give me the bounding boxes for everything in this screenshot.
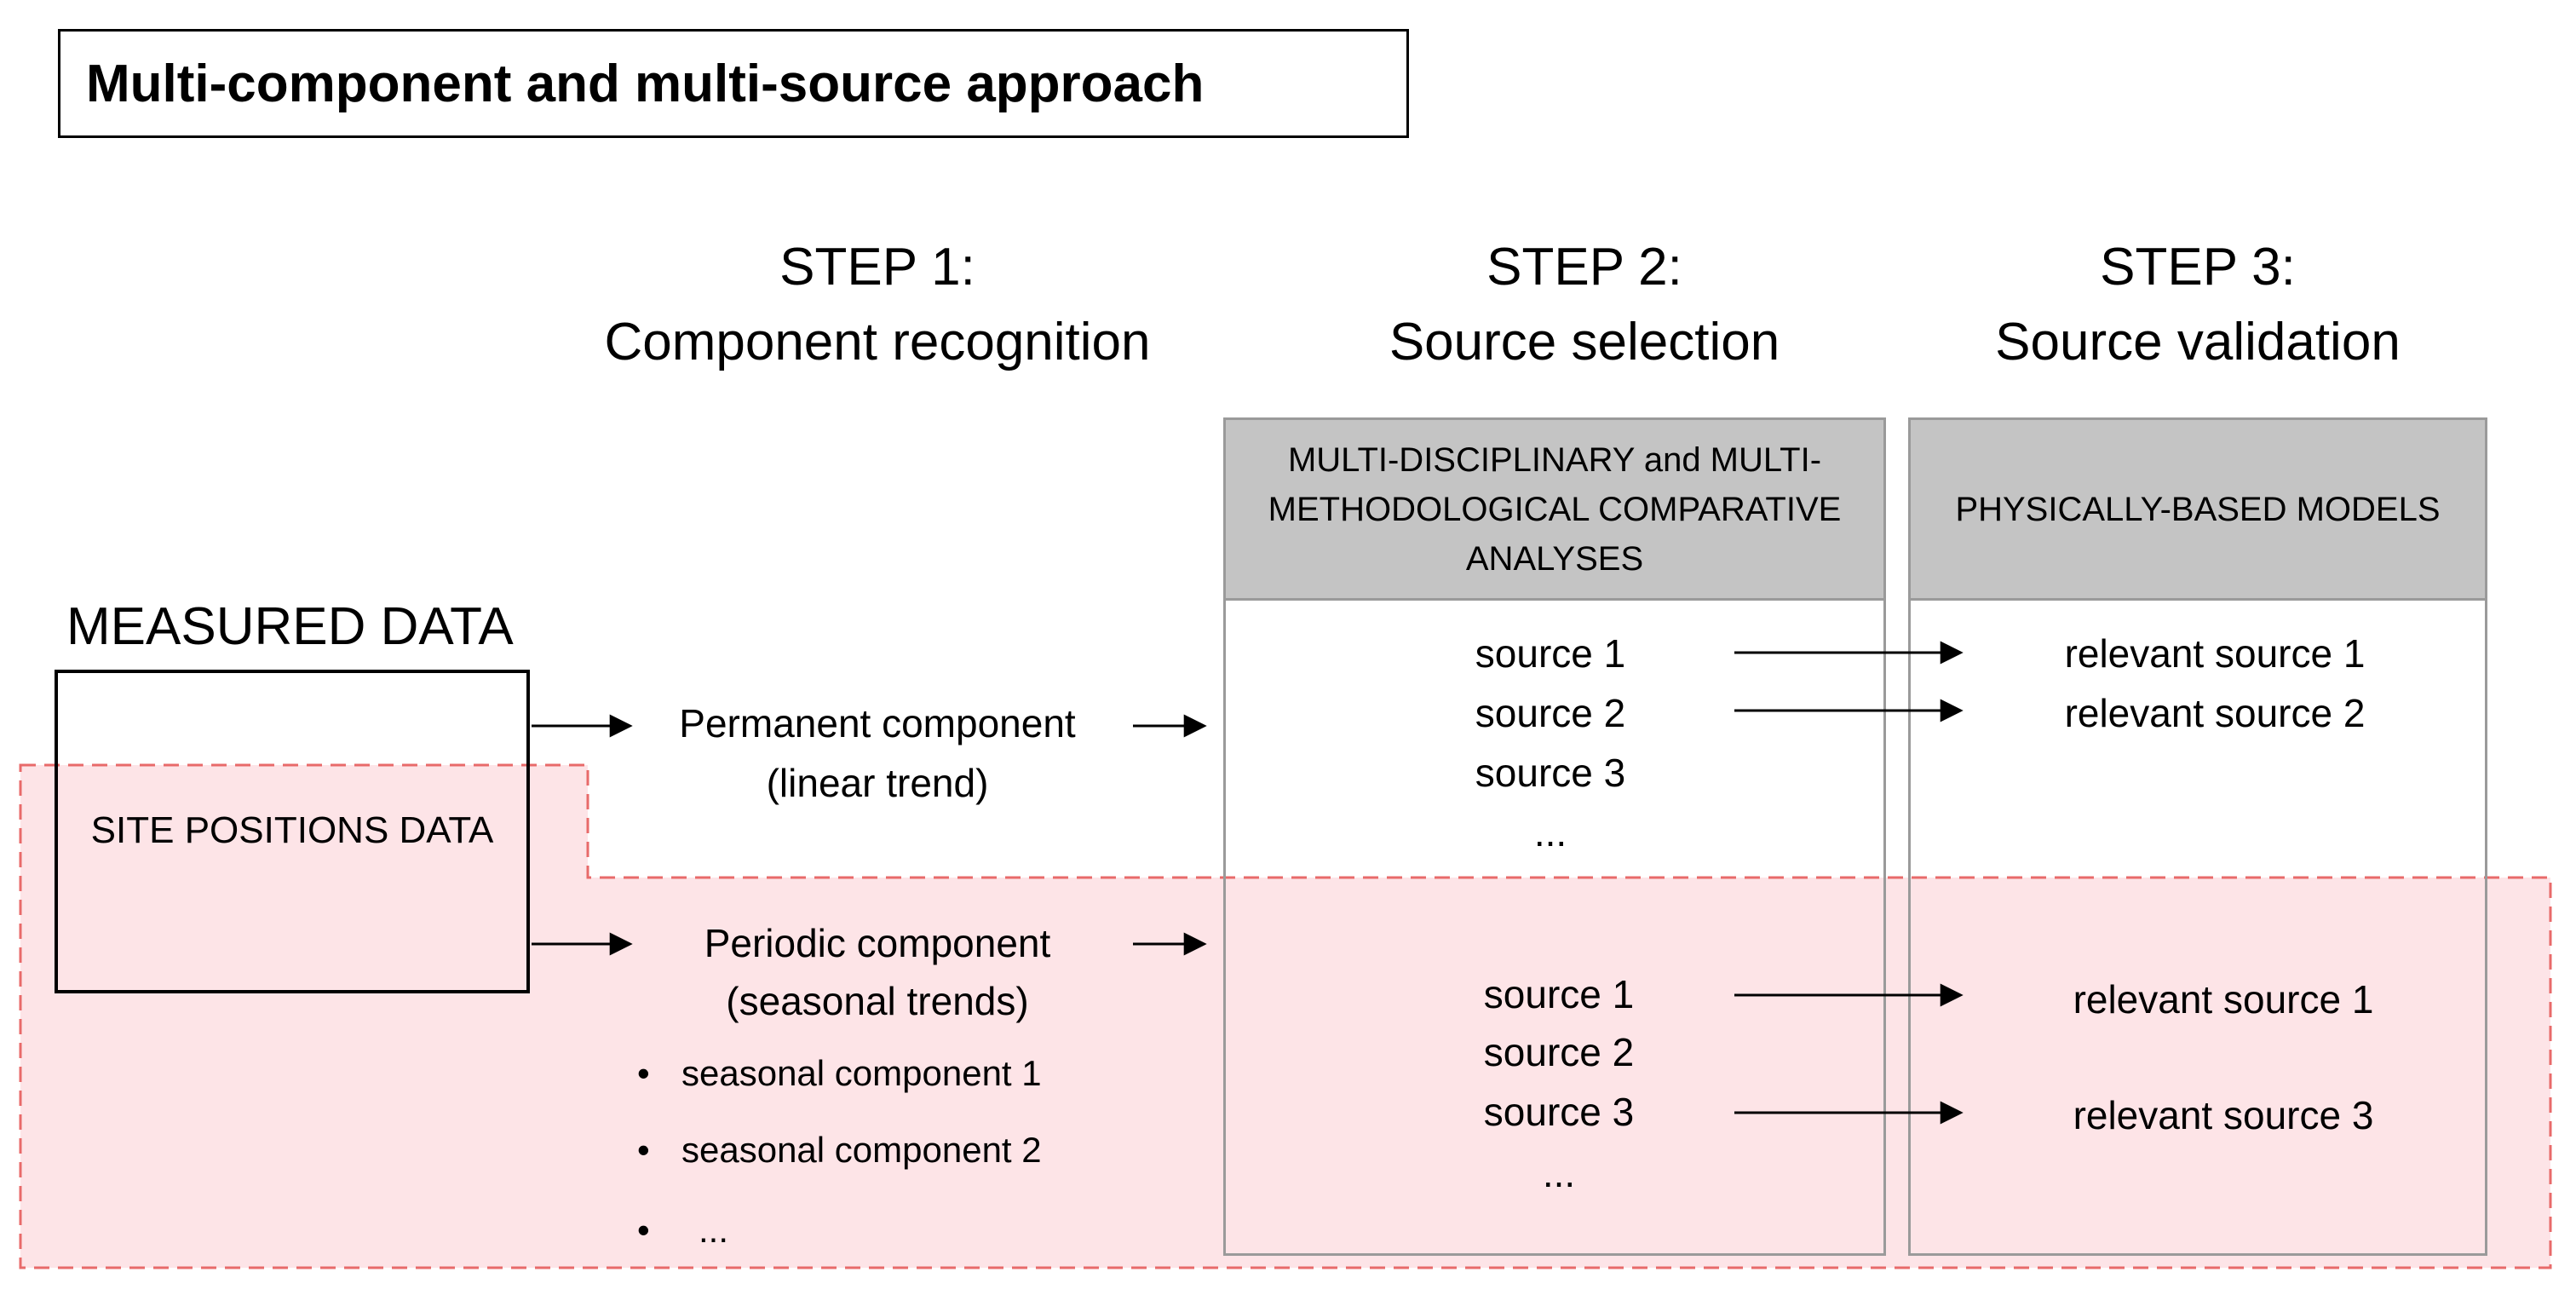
permanent-relevant-source-2: relevant source 2 bbox=[2064, 691, 2366, 735]
site-positions-label: SITE POSITIONS DATA bbox=[90, 809, 494, 851]
step-1-label: STEP 1: bbox=[779, 238, 975, 296]
permanent-component-sublabel: (linear trend) bbox=[766, 761, 989, 805]
seasonal-component-2: seasonal component 2 bbox=[681, 1130, 1042, 1170]
permanent-relevant-source-1: relevant source 1 bbox=[2064, 631, 2366, 676]
permanent-source-more: ... bbox=[1533, 810, 1567, 855]
periodic-source-3: source 3 bbox=[1483, 1090, 1635, 1134]
step-3-column: PHYSICALLY-BASED MODELS bbox=[1908, 417, 2487, 1256]
periodic-relevant-source-3: relevant source 3 bbox=[2073, 1093, 2374, 1137]
periodic-source-more: ... bbox=[1542, 1151, 1576, 1195]
periodic-relevant-source-1: relevant source 1 bbox=[2073, 977, 2374, 1022]
step-2-header-line-2: METHODOLOGICAL COMPARATIVE bbox=[1268, 490, 1842, 528]
step-2-header-line-3: ANALYSES bbox=[1465, 539, 1644, 578]
measured-data-label: MEASURED DATA bbox=[66, 597, 514, 656]
measured-data-box bbox=[55, 670, 530, 993]
permanent-source-2: source 2 bbox=[1475, 691, 1626, 735]
step-2-heading: STEP 2: Source selection bbox=[1227, 230, 1942, 380]
periodic-source-1: source 1 bbox=[1483, 972, 1635, 1016]
step-2-label: STEP 2: bbox=[1486, 238, 1682, 296]
seasonal-component-1: seasonal component 1 bbox=[681, 1053, 1042, 1093]
step-2-subtitle: Source selection bbox=[1389, 313, 1780, 371]
seasonal-component-more: ... bbox=[699, 1210, 729, 1250]
seasonal-bullet-3: • bbox=[637, 1210, 650, 1250]
step-3-column-header: PHYSICALLY-BASED MODELS bbox=[1911, 420, 2485, 601]
permanent-source-3: source 3 bbox=[1475, 751, 1626, 795]
permanent-source-1: source 1 bbox=[1475, 631, 1626, 676]
periodic-source-2: source 2 bbox=[1483, 1030, 1635, 1074]
seasonal-bullet-1: • bbox=[637, 1053, 650, 1093]
periodic-component-label: Periodic component bbox=[704, 921, 1051, 965]
step-1-subtitle: Component recognition bbox=[604, 313, 1151, 371]
periodic-highlight-shape bbox=[19, 763, 2552, 1269]
periodic-component-sublabel: (seasonal trends) bbox=[726, 979, 1029, 1023]
step-2-header-line-1: MULTI-DISCIPLINARY and MULTI- bbox=[1287, 440, 1822, 479]
step-2-column-header: MULTI-DISCIPLINARY and MULTI- METHODOLOG… bbox=[1226, 420, 1883, 601]
step-2-column: MULTI-DISCIPLINARY and MULTI- METHODOLOG… bbox=[1223, 417, 1886, 1256]
step-3-label: STEP 3: bbox=[2100, 238, 2296, 296]
step-1-heading: STEP 1: Component recognition bbox=[528, 230, 1227, 380]
diagram-title: Multi-component and multi-source approac… bbox=[58, 29, 1409, 138]
step-3-heading: STEP 3: Source validation bbox=[1908, 230, 2487, 380]
permanent-component-label: Permanent component bbox=[679, 701, 1076, 745]
seasonal-bullet-2: • bbox=[637, 1130, 650, 1170]
step-3-subtitle: Source validation bbox=[1995, 313, 2401, 371]
